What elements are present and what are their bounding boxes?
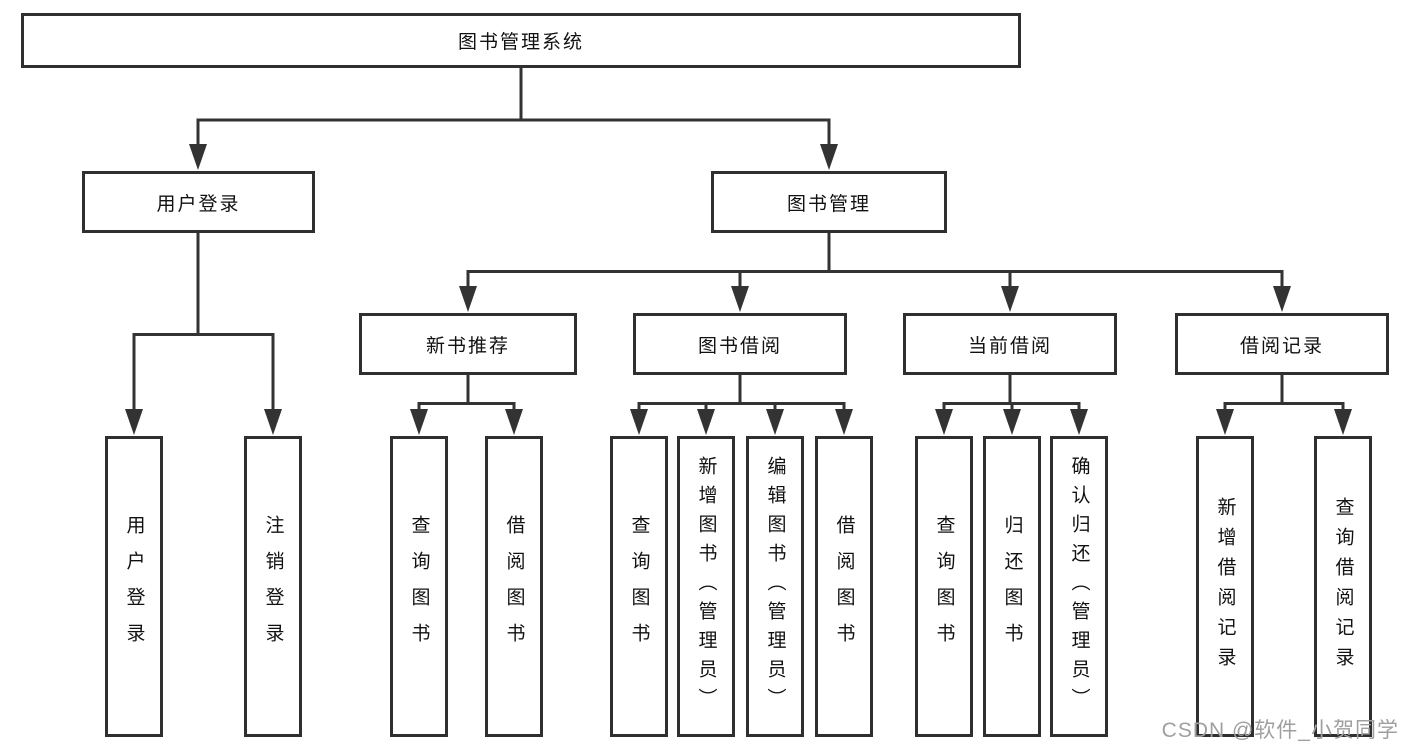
node-current-borrowing: 当前借阅 <box>903 313 1117 375</box>
leaf-user-login: 用户登录 <box>105 436 163 737</box>
leaf-logout: 注销登录 <box>244 436 302 737</box>
leaf-borrow-book-1: 借阅图书 <box>485 436 543 737</box>
csdn-watermark: CSDN @软件_小贺同学 <box>1161 719 1399 742</box>
node-book-borrowing: 图书借阅 <box>633 313 847 375</box>
leaf-add-book-admin: 新增图书（管理员） <box>677 436 735 737</box>
node-borrowing-records: 借阅记录 <box>1175 313 1389 375</box>
leaf-borrow-book-2: 借阅图书 <box>815 436 873 737</box>
node-book-management: 图书管理 <box>711 171 947 233</box>
leaf-query-borrow-record: 查询借阅记录 <box>1314 436 1372 737</box>
leaf-query-book-1: 查询图书 <box>390 436 448 737</box>
leaf-edit-book-admin: 编辑图书（管理员） <box>746 436 804 737</box>
leaf-query-book-2: 查询图书 <box>610 436 668 737</box>
node-root-library-system: 图书管理系统 <box>21 13 1021 68</box>
leaf-confirm-return-admin: 确认归还（管理员） <box>1050 436 1108 737</box>
leaf-return-book: 归还图书 <box>983 436 1041 737</box>
node-user-login: 用户登录 <box>82 171 315 233</box>
leaf-add-borrow-record: 新增借阅记录 <box>1196 436 1254 737</box>
node-new-book-recommend: 新书推荐 <box>359 313 577 375</box>
leaf-query-book-3: 查询图书 <box>915 436 973 737</box>
